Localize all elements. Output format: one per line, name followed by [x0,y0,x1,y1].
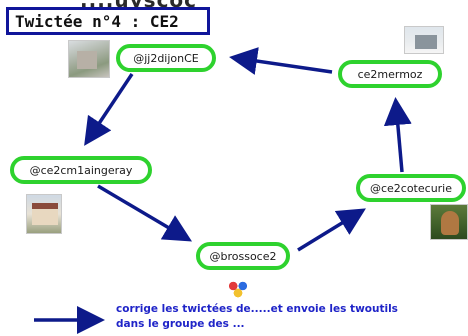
arrow-mermoz-to-jj2dijon [229,47,333,75]
node-ce2mermoz[interactable]: ce2mermoz [338,60,442,88]
arrow-jj2dijon-to-aingeray [84,73,134,146]
node-jj2dijonCE[interactable]: @jj2dijonCE [116,44,216,72]
photo-brossoce2 [222,272,254,302]
legend-line-2: dans le groupe des ... [116,318,245,330]
arrow-brossoce2-to-cotecurie [297,208,366,252]
photo-ce2cm1aingeray [26,194,62,234]
page-title: Twictée n°4 : CE2 [6,7,210,35]
arrow-cotecurie-to-mermoz [383,97,412,173]
photo-ce2mermoz [404,26,444,54]
legend-text: corrige les twictées de.....et envoie le… [116,302,460,332]
photo-ce2cotecurie [430,204,468,240]
arrow-aingeray-to-brossoce2 [97,184,193,242]
node-ce2cm1aingeray[interactable]: @ce2cm1aingeray [10,156,152,184]
node-brossoce2[interactable]: @brossoce2 [196,242,290,270]
legend-line-1: corrige les twictées de.....et envoie le… [116,303,398,315]
node-ce2cotecurie[interactable]: @ce2cotecurie [356,174,466,202]
photo-jj2dijonCE [68,40,110,78]
